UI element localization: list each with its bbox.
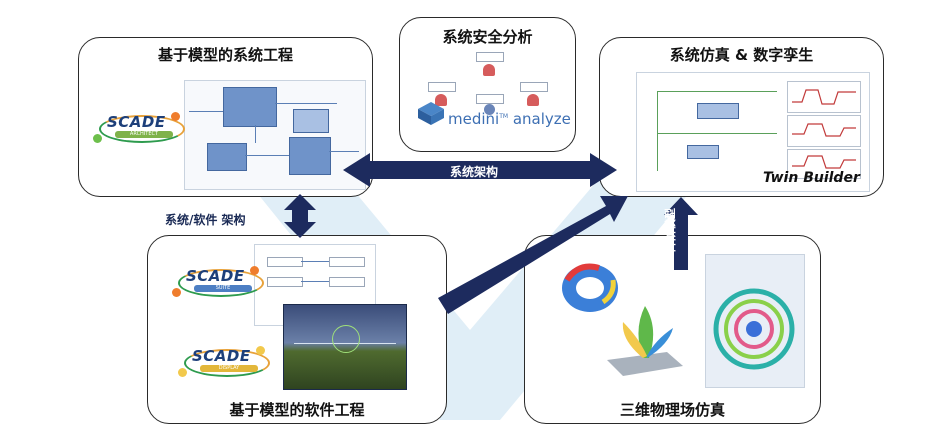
system-software-architecture-arrow: [284, 194, 316, 238]
model-node: [329, 277, 365, 287]
twin-builder-label: Twin Builder: [763, 170, 860, 186]
connector-line: [301, 261, 329, 262]
mbsw-panel: 基于模型的软件工程 SCADE SUITE SCADE DISPLAY: [147, 235, 447, 424]
system-software-architecture-label: 系统/软件 架构: [165, 213, 246, 227]
connector-line: [275, 103, 337, 104]
model-node: [267, 277, 303, 287]
connector-line: [329, 151, 359, 152]
connector-line: [657, 133, 777, 134]
attitude-indicator: [332, 325, 360, 353]
model-block: [293, 109, 329, 133]
fea-ring-image: [562, 263, 618, 312]
physics-title: 三维物理场仿真: [619, 401, 725, 419]
mbse-panel: 基于模型的系统工程 SCADE ARCHITECT: [78, 37, 373, 197]
model-block: [223, 87, 277, 127]
software-module-arrow: [438, 196, 628, 314]
fault-tree-node: [520, 82, 548, 92]
scade-suite-logo: SCADE SUITE: [172, 264, 264, 298]
model-node: [329, 257, 365, 267]
system-architecture-arrow: [343, 153, 617, 187]
reduced-order-model-label: 降阶模型: [664, 208, 677, 252]
twin-title: 系统仿真 & 数字孪生: [669, 46, 814, 64]
model-block: [687, 145, 719, 159]
connector-line: [657, 91, 777, 92]
reduced-order-model-arrow: [664, 197, 698, 270]
connector-line: [245, 155, 289, 156]
mbse-title: 基于模型的系统工程: [157, 46, 293, 64]
scade-architect-logo: SCADE ARCHITECT: [93, 110, 185, 144]
scade-display-logo: SCADE DISPLAY: [178, 344, 270, 378]
fault-tree-node: [428, 82, 456, 92]
mbse-model-screenshot: [184, 80, 366, 190]
safety-title: 系统安全分析: [442, 28, 533, 46]
fault-tree-node: [476, 52, 504, 62]
connector-line: [255, 125, 256, 143]
cfd-flow-image: [705, 254, 805, 388]
twin-panel: 系统仿真 & 数字孪生 Twin Builder: [599, 37, 884, 197]
result-chart: [787, 149, 861, 179]
result-chart: [787, 81, 861, 113]
connector-line: [189, 111, 223, 112]
display-cockpit-screenshot: [283, 304, 407, 390]
connector-line: [657, 91, 658, 171]
result-chart: [787, 115, 861, 147]
physics-panel: 三维物理场仿真: [524, 235, 821, 424]
fault-tree-gate: [435, 94, 447, 106]
fault-tree-gate: [483, 64, 495, 76]
model-block: [289, 137, 331, 175]
fault-tree-event: [484, 104, 495, 115]
medini-analyze-logo: mediniTM analyze: [448, 110, 571, 128]
mbsw-title: 基于模型的软件工程: [229, 401, 365, 419]
antenna-radiation-image: [607, 306, 683, 376]
fault-tree-node: [476, 94, 504, 104]
fault-tree-gate: [527, 94, 539, 106]
model-block: [207, 143, 247, 171]
system-architecture-label: 系统架构: [450, 165, 499, 179]
model-block: [697, 103, 739, 119]
connector-line: [301, 281, 329, 282]
safety-panel: 系统安全分析 mediniTM analyze: [399, 17, 576, 152]
twin-builder-screenshot: [636, 72, 870, 192]
medini-cube-icon: [418, 102, 444, 125]
model-node: [267, 257, 303, 267]
